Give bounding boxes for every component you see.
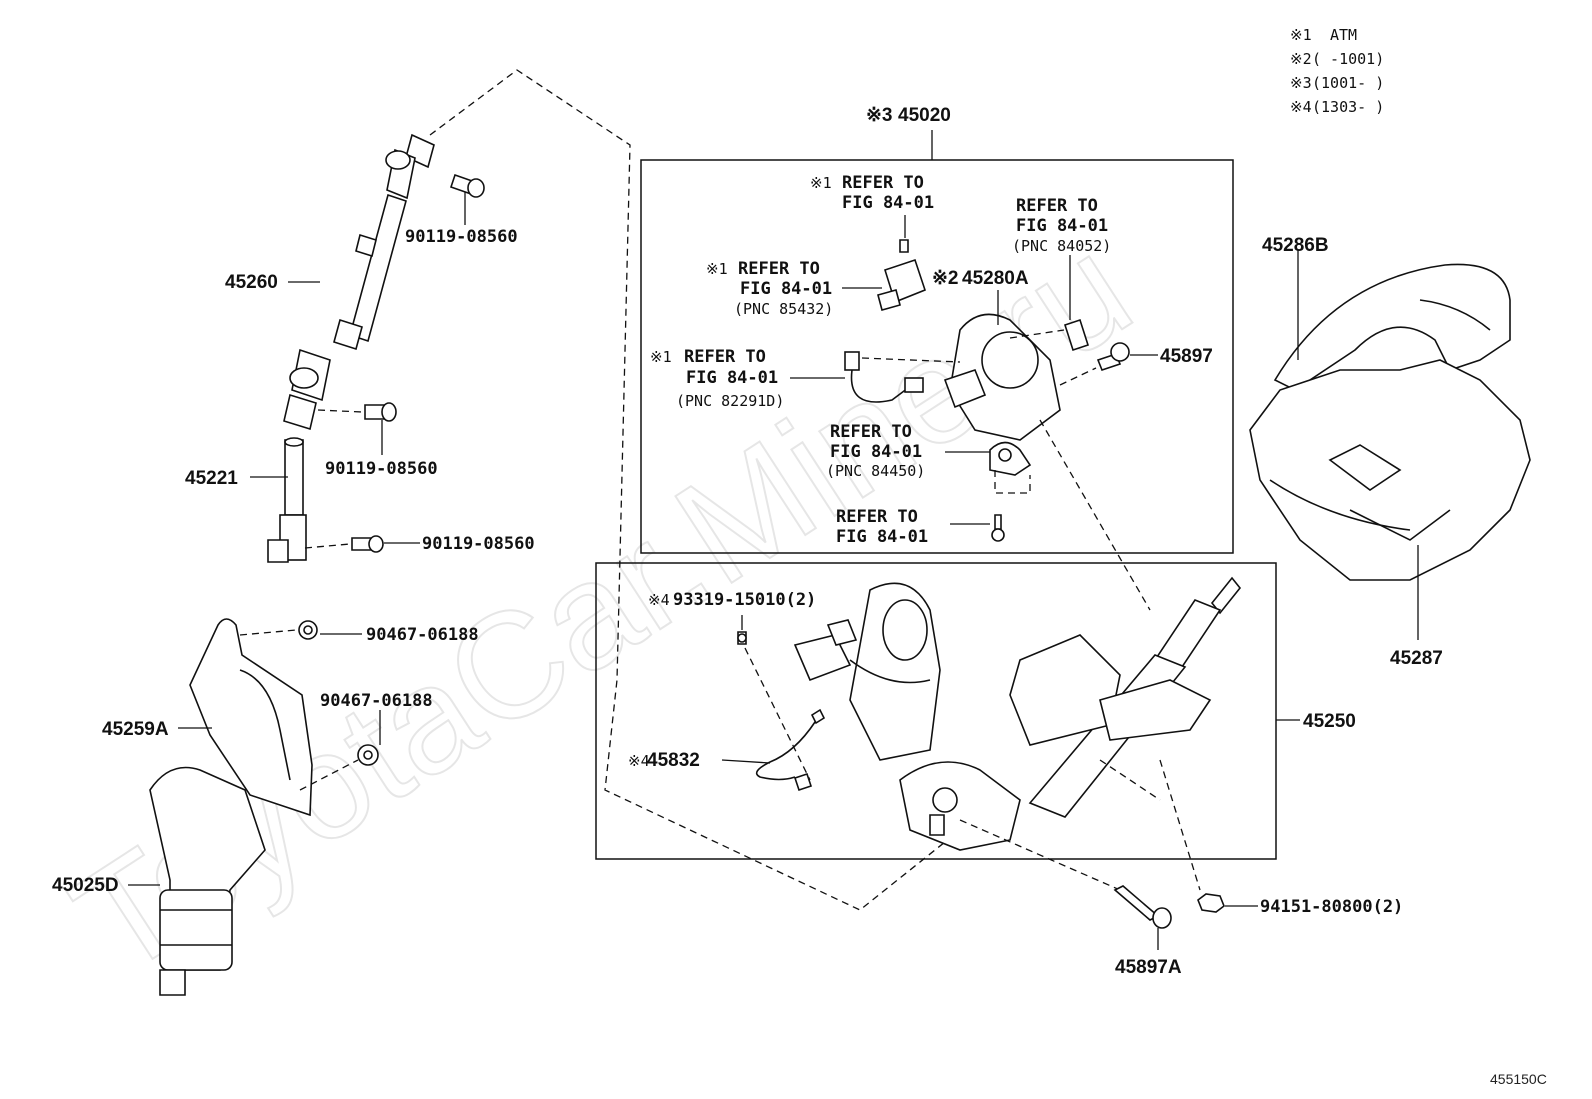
label-45897: 45897 [1160,346,1213,367]
label-45280a: 45280A [962,268,1029,289]
dash-45897a [959,819,1121,891]
dash-94151 [1159,759,1201,891]
label-45260: 45260 [225,272,278,293]
bolt-45897a-drawing [1113,885,1172,929]
label-45250: 45250 [1303,711,1356,732]
ref4-mark: ※1 [650,348,672,366]
legend-text-1: ATM [1330,26,1357,44]
steering-column-45250-drawing [793,576,1242,851]
bolt-90119-low-drawing [351,535,384,553]
ref1-line2: FIG 84-01 [842,193,934,213]
legend-mark-4: ※4 [1290,98,1312,116]
label-45020-mark: ※3 [866,105,893,126]
ref5-line1: REFER TO [830,422,912,442]
legend-mark-2: ※2 [1290,50,1312,68]
ref4-line3: (PNC 82291D) [676,392,784,410]
ref6-line1: REFER TO [836,507,918,527]
switch-84450-drawing [989,441,1032,476]
dash-90467-b [299,759,359,791]
ref5-line3: (PNC 84450) [826,462,925,480]
label-93319-mark: ※4 [648,591,670,609]
lock-cylinder-45280a-drawing [943,313,1061,441]
label-45832-mark: ※4 [628,752,650,770]
ref4-line2: FIG 84-01 [686,368,778,388]
dash-84052 [1009,329,1065,339]
label-45259a: 45259A [102,719,169,740]
ref1-mark: ※1 [810,174,832,192]
wire-45832-drawing [755,708,826,792]
ref2-line3: (PNC 85432) [734,300,833,318]
label-90467-a: 90467-06188 [366,625,479,645]
legend-text-3: (1001- ) [1312,74,1384,92]
dash-90119-b [317,409,363,413]
screw-ref6-drawing [991,514,1005,542]
clip-90467-b-drawing [357,744,379,766]
ref1-line1: REFER TO [842,173,924,193]
label-45287: 45287 [1390,648,1443,669]
label-90467-b: 90467-06188 [320,691,433,711]
legend: ※1 ATM ※2 ( -1001) ※3 (1001- ) ※4 (1303-… [1290,26,1384,116]
dashed-connector-main [429,69,961,911]
ref4-line1: REFER TO [684,347,766,367]
ref3-line3: (PNC 84052) [1012,237,1111,255]
cover-45259a-drawing [189,618,313,817]
legend-text-4: (1303- ) [1312,98,1384,116]
ref2-line2: FIG 84-01 [740,279,832,299]
dash-90119-c [304,543,351,549]
label-90119-a: 90119-08560 [405,227,518,247]
screw-93319-drawing [737,631,747,645]
dash-90467-a [239,629,297,636]
leader-45832 [721,759,771,764]
dash-45897 [1059,367,1097,386]
label-45280a-mark: ※2 [932,268,959,289]
intermediate-shaft-drawing [283,133,435,431]
dash-93319 [744,647,811,781]
column-cover-lower-drawing [1249,359,1531,581]
legend-mark-3: ※3 [1290,74,1312,92]
dash-82291d [861,357,961,363]
box-45020 [640,159,1234,554]
legend-mark-1: ※1 [1290,26,1312,44]
ref5-line2: FIG 84-01 [830,442,922,462]
label-93319: 93319-15010(2) [673,590,816,610]
legend-text-2: ( -1001) [1312,50,1384,68]
label-45025d: 45025D [52,875,119,896]
ref3-line1: REFER TO [1016,196,1098,216]
label-90119-b: 90119-08560 [325,459,438,479]
label-45832: 45832 [647,750,700,771]
column-cover-upper-drawing [1273,263,1511,391]
bolt-90119-mid-drawing [364,402,397,422]
ref6-line2: FIG 84-01 [836,527,928,547]
clip-90467-a-drawing [298,620,318,640]
label-94151: 94151-80800(2) [1260,897,1403,917]
screw-45897-drawing [1096,342,1130,371]
dash-84450 [994,470,1031,494]
wire-82291d-drawing [844,351,924,403]
label-45286b: 45286B [1262,235,1329,256]
boot-45025d-drawing [149,766,266,996]
ref2-mark: ※1 [706,260,728,278]
label-45221: 45221 [185,468,238,489]
bolt-90119-top-drawing [449,173,485,198]
connector-84052-drawing [1063,318,1090,352]
label-90119-c: 90119-08560 [422,534,535,554]
dash-cylinder-column [1039,419,1151,611]
ref3-line2: FIG 84-01 [1016,216,1108,236]
label-45020: 45020 [898,105,951,126]
nut-94151-drawing [1197,893,1225,913]
label-45897a: 45897A [1115,957,1182,978]
box-45250 [595,562,1277,860]
switch-85432-drawing [877,239,926,311]
figure-code: 455150C [1490,1071,1547,1087]
ref2-line1: REFER TO [738,259,820,279]
dash-column-lower [1099,759,1161,801]
shaft-45221-drawing [267,437,307,563]
